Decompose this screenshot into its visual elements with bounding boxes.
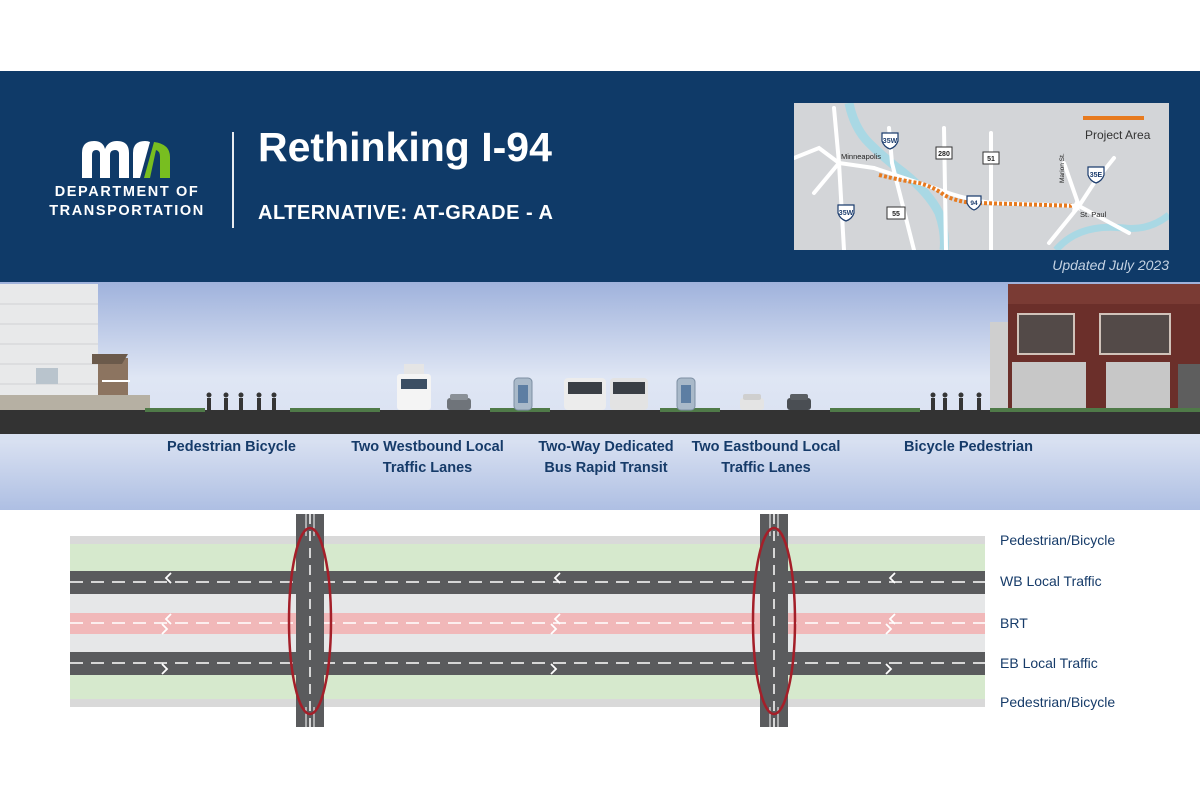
cyclist-icon	[942, 392, 948, 410]
eastbound-arrow-icon	[885, 623, 893, 635]
section-label-eastbound-line2: Traffic Lanes	[721, 460, 811, 476]
brick-building-icon	[990, 284, 1200, 412]
ped-bike-lane	[70, 675, 985, 699]
plan-label-brt: BRT	[1000, 615, 1028, 631]
interstate-shield-icon: 35E	[1087, 166, 1105, 184]
section-label-sidewalk-east: Bicycle Pedestrian	[904, 439, 1033, 455]
mndot-logo-icon	[82, 141, 170, 178]
pedestrian-icon	[206, 392, 212, 410]
department-label-line2: TRANSPORTATION	[49, 203, 205, 219]
eastbound-arrow-icon	[161, 663, 169, 675]
pedestrian-icon	[223, 392, 229, 410]
westbound-arrow-icon	[553, 572, 561, 584]
eastbound-arrow-icon	[550, 623, 558, 635]
section-label-sidewalk-west: Pedestrian Bicycle	[167, 439, 296, 455]
ped-bike-lane	[70, 544, 985, 571]
section-label-westbound-line1: Two Westbound Local	[351, 439, 504, 455]
westbound-arrow-icon	[553, 613, 561, 625]
plan-label-ped-bike-south: Pedestrian/Bicycle	[1000, 694, 1116, 710]
westbound-arrow-icon	[164, 572, 172, 584]
state-route-shield-icon: 51	[982, 151, 1000, 165]
svg-text:55: 55	[892, 211, 900, 218]
page-subtitle: ALTERNATIVE: AT-GRADE - A	[258, 202, 554, 224]
section-label-brt-line2: Bus Rapid Transit	[544, 460, 668, 476]
plan-view-diagram	[70, 514, 985, 727]
department-label-line1: DEPARTMENT OF	[54, 184, 200, 200]
svg-text:35W: 35W	[839, 210, 854, 217]
cross-street	[751, 514, 797, 727]
car-icon	[787, 394, 811, 410]
plan-label-eb-traffic: EB Local Traffic	[1000, 655, 1098, 671]
bus-icon	[564, 378, 606, 410]
state-route-shield-icon: 280	[935, 146, 953, 160]
svg-text:280: 280	[938, 151, 950, 158]
map-legend-label: Project Area	[1085, 128, 1151, 142]
plan-label-wb-traffic: WB Local Traffic	[1000, 573, 1102, 589]
westbound-arrow-icon	[888, 613, 896, 625]
eastbound-arrow-icon	[550, 663, 558, 675]
map-place-label: Minneapolis	[841, 152, 881, 161]
header-divider	[232, 132, 234, 228]
svg-text:94: 94	[970, 200, 978, 207]
bus-icon	[610, 378, 648, 410]
section-label-brt-line1: Two-Way Dedicated	[538, 439, 674, 455]
cross-section-illustration	[0, 284, 1200, 434]
svg-text:35E: 35E	[1090, 172, 1103, 179]
eastbound-arrow-icon	[161, 623, 169, 635]
intersection-highlight	[287, 526, 333, 716]
westbound-arrow-icon	[164, 613, 172, 625]
page-title: Rethinking I-94	[258, 124, 552, 170]
svg-text:51: 51	[987, 156, 995, 163]
map-place-label: St. Paul	[1080, 210, 1107, 219]
pedestrian-icon	[271, 392, 277, 410]
svg-text:35W: 35W	[883, 138, 898, 145]
pedestrian-icon	[976, 392, 982, 410]
section-label-westbound-line2: Traffic Lanes	[382, 460, 473, 476]
state-route-shield-icon: 55	[886, 206, 906, 220]
section-label-eastbound-line1: Two Eastbound Local	[691, 439, 841, 455]
eastbound-arrow-icon	[885, 663, 893, 675]
pedestrian-icon	[930, 392, 936, 410]
westbound-arrow-icon	[888, 572, 896, 584]
truck-icon	[397, 364, 431, 410]
cyclist-icon	[958, 392, 964, 410]
residential-building-icon	[0, 284, 150, 410]
cyclist-icon	[256, 392, 262, 410]
capital-star-icon	[1070, 200, 1082, 211]
locator-map: Project Area Minneapolis St. Paul Marion…	[794, 103, 1169, 250]
interstate-shield-icon: 94	[966, 195, 982, 211]
map-place-label: Marion St.	[1059, 153, 1066, 183]
cross-street	[287, 514, 333, 727]
intersection-highlight	[751, 526, 797, 716]
plan-label-ped-bike-north: Pedestrian/Bicycle	[1000, 532, 1116, 548]
interstate-shield-icon: 35W	[837, 204, 855, 222]
transit-station-icon	[676, 377, 696, 411]
transit-station-icon	[513, 377, 533, 411]
car-icon	[740, 394, 764, 410]
updated-date-label: Updated July 2023	[1052, 257, 1169, 273]
interstate-shield-icon: 35W	[881, 132, 899, 150]
cyclist-icon	[238, 392, 244, 410]
car-icon	[447, 394, 471, 410]
